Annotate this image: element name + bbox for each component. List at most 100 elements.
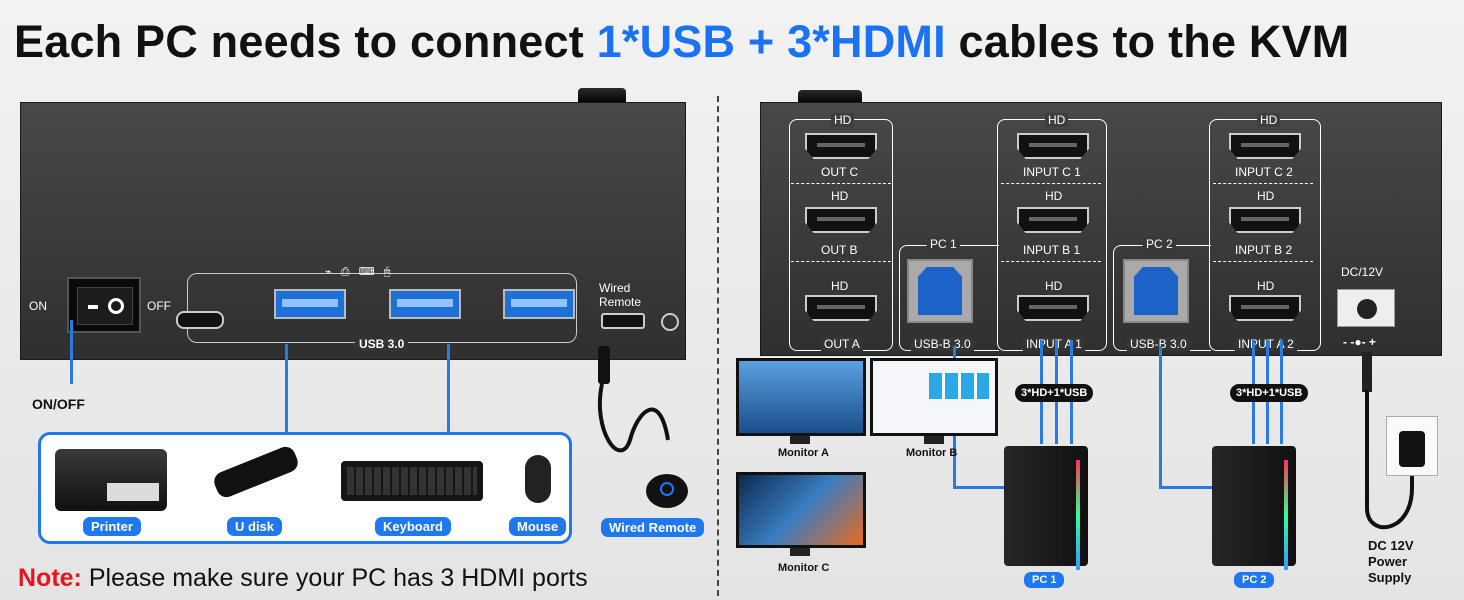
note-text: Please make sure your PC has 3 HDMI port… [81,564,588,592]
u-disk-icon [211,443,301,501]
monitor-b [870,358,998,436]
knob [578,88,626,104]
kvm-front-panel: ON OFF ⌁ ⎙ ⌨ 🖱 USB 3.0 Wired Remote [20,102,686,360]
monitor-b-label: Monitor B [906,447,958,459]
out-b-label: OUT B [821,243,858,257]
hdmi-input-c1[interactable] [1017,133,1089,159]
remote-plug [598,346,610,384]
input-c2-label: INPUT C 2 [1235,165,1293,179]
divider-pc1-2 [1001,261,1101,262]
usb-b-port-pc1[interactable] [907,259,973,323]
hd-label-b2: HD [1257,189,1275,203]
hdmi-input-c2[interactable] [1229,133,1301,159]
divider-pc2-2 [1213,261,1313,262]
divider-pc1-1 [1001,183,1101,184]
usb-a-port-1[interactable] [274,289,346,319]
remote-cable [597,383,670,453]
input-a1-label: INPUT A 1 [1023,337,1085,351]
hdmi-out-a[interactable] [805,295,877,321]
monitor-b-stand [924,436,944,444]
wired-remote[interactable] [646,474,688,508]
usb2-line-v [1159,346,1162,488]
pc1-group-label: PC 1 [927,237,960,251]
device-label-udisk: U disk [227,517,283,536]
usb2-line-h [1159,486,1215,489]
usbb-label-pc1: USB-B 3.0 [911,337,974,351]
usb1-line-h [953,486,1007,489]
dc-label: DC/12V [1341,265,1384,279]
usbb-label-pc2: USB-B 3.0 [1127,337,1190,351]
onoff-label: ON/OFF [32,396,85,412]
divider-pc2-1 [1213,183,1313,184]
pc1-pill: PC 1 [1024,572,1065,588]
input-b1-label: INPUT B 1 [1023,243,1081,257]
pc-1-tower-icon [1004,446,1088,570]
switch-off-label: OFF [147,299,171,313]
input-c1-label: INPUT C 1 [1023,165,1081,179]
page-title: Each PC needs to connect 1*USB + 3*HDMI … [14,16,1350,67]
device-label-mouse: Mouse [509,517,567,536]
power-switch[interactable] [67,277,141,333]
hdmi-input-b1[interactable] [1017,207,1089,233]
divider [717,96,719,596]
hdmi-out-c[interactable] [805,133,877,159]
switch-on-label: ON [29,299,47,313]
device-label-printer: Printer [83,517,141,536]
note: Note: Please make sure your PC has 3 HDM… [18,564,588,593]
usb-a-port-3[interactable] [503,289,575,319]
monitor-c-label: Monitor C [778,562,830,574]
usb-a-port-2[interactable] [389,289,461,319]
hd-label-c1: HD [1045,113,1069,127]
usb-b-port-pc2[interactable] [1123,259,1189,323]
hdmi-input-a2[interactable] [1229,295,1301,321]
monitor-a [736,358,866,436]
pc2-tag: 3*HD+1*USB [1230,384,1309,402]
knob-right [798,90,862,104]
pc2-group-label: PC 2 [1143,237,1176,251]
devices-box: Printer U disk Keyboard Mouse [38,432,572,544]
divider-out-2 [791,261,891,262]
peripheral-icons: ⌁ ⎙ ⌨ 🖱 [325,266,391,278]
power-supply-label: DC 12V Power Supply [1368,538,1414,585]
hd-label-outc: HD [831,113,855,127]
title-highlight: 1*USB + 3*HDMI [596,16,946,67]
kvm-rear-panel: HD OUT C HD OUT B HD OUT A PC 1 HD INPUT… [760,102,1442,356]
usb-c-port[interactable] [176,311,224,329]
monitor-c [736,472,866,548]
wired-remote-port-label: Wired Remote [599,281,642,309]
usb3-label: USB 3.0 [355,337,409,351]
note-label: Note: [18,564,82,592]
hd-label-outa: HD [831,279,849,293]
printer-icon [55,449,167,511]
hd-label-outb: HD [831,189,849,203]
hdmi-out-b[interactable] [805,207,877,233]
divider-out-1 [791,183,891,184]
remote-jack-icon [661,313,679,331]
out-a-label: OUT A [821,337,863,351]
input-b2-label: INPUT B 2 [1235,243,1293,257]
pc2-pill: PC 2 [1234,572,1275,588]
monitor-a-label: Monitor A [778,447,829,459]
hd-label-c2: HD [1257,113,1281,127]
hdmi-input-b2[interactable] [1229,207,1301,233]
out-c-label: OUT C [821,165,859,179]
wired-remote-port[interactable] [601,313,645,329]
hd-label-a2: HD [1257,279,1275,293]
hd-label-a1: HD [1045,279,1063,293]
usb-line-1 [285,344,288,432]
hdmi-input-a1[interactable] [1017,295,1089,321]
monitor-a-stand [790,436,810,444]
device-label-keyboard: Keyboard [375,517,451,536]
usb-line-2 [447,344,450,432]
dc-port[interactable] [1337,289,1395,327]
polarity-symbol: - -●- + [1343,335,1376,349]
dc-plug [1362,352,1372,392]
mouse-icon [525,455,551,503]
wired-remote-pill: Wired Remote [601,518,705,537]
keyboard-icon [341,461,483,501]
pc1-tag: 3*HD+1*USB [1015,384,1094,402]
wall-outlet [1386,416,1438,476]
onoff-line [70,320,73,384]
power-cable [1365,390,1414,530]
hd-label-b1: HD [1045,189,1063,203]
